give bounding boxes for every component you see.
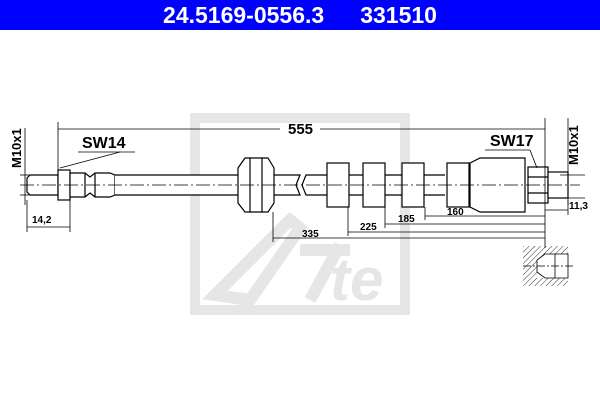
- left-thread-length: 14,2: [32, 215, 52, 226]
- right-thread-length: 11,3: [569, 201, 588, 212]
- part-number: 24.5169-0556.3: [163, 1, 325, 28]
- dim-225: 225: [360, 222, 377, 233]
- reference-number: 331510: [360, 1, 437, 28]
- total-length-label: 555: [288, 121, 313, 138]
- right-thread-label: M10x1: [566, 125, 581, 165]
- right-wrench-size: SW17: [490, 133, 534, 150]
- ate-watermark: te: [190, 113, 410, 315]
- left-wrench-size: SW14: [82, 135, 126, 152]
- dim-185: 185: [398, 214, 415, 225]
- ferrule: [469, 157, 526, 213]
- title-bar: 24.5169-0556.3 331510: [0, 0, 600, 30]
- dim-160: 160: [447, 207, 464, 218]
- svg-text:te: te: [330, 246, 383, 313]
- port-section-detail: [523, 246, 575, 286]
- left-thread-label: M10x1: [9, 128, 24, 168]
- dim-335: 335: [302, 229, 319, 240]
- brake-hose-drawing: te: [9, 113, 588, 315]
